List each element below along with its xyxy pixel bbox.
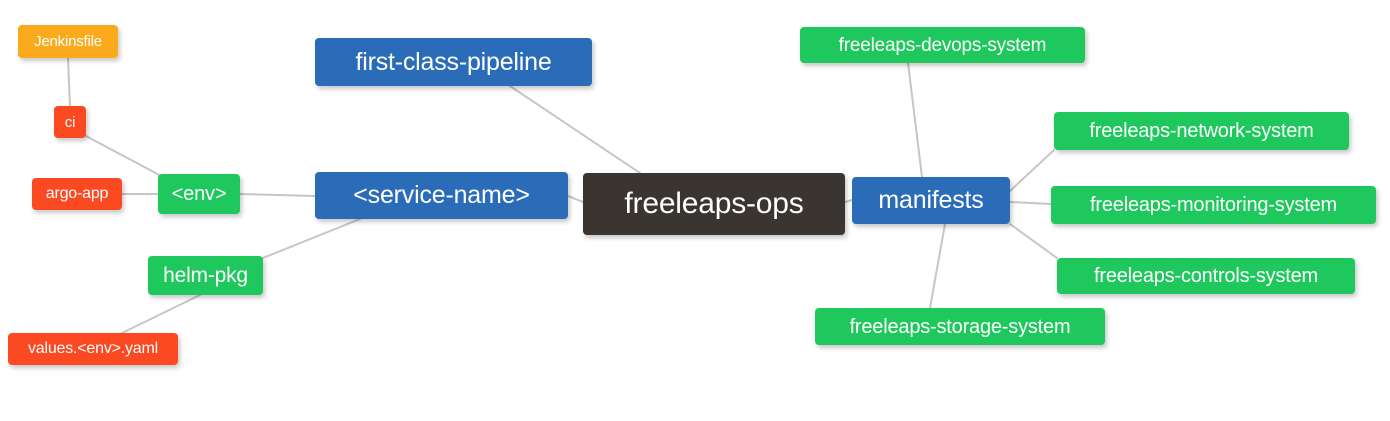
node-manifests[interactable]: manifests (852, 177, 1010, 224)
node-env[interactable]: <env> (158, 174, 240, 214)
node-devops[interactable]: freeleaps-devops-system (800, 27, 1085, 63)
edge-helm-to-service (262, 218, 361, 259)
edge-pipeline-to-root (509, 85, 641, 174)
node-root[interactable]: freeleaps-ops (583, 173, 845, 235)
node-pipeline[interactable]: first-class-pipeline (315, 38, 592, 86)
edge-env-to-service (239, 193, 316, 197)
edge-devops-to-manifests (907, 62, 923, 178)
node-ci[interactable]: ci (54, 106, 86, 138)
edge-ci-to-env (85, 135, 166, 179)
edge-jenkins-to-ci (67, 57, 71, 107)
node-helm[interactable]: helm-pkg (148, 256, 263, 295)
node-controls[interactable]: freeleaps-controls-system (1057, 258, 1355, 294)
node-storage[interactable]: freeleaps-storage-system (815, 308, 1105, 345)
edge-storage-to-manifests (929, 223, 946, 309)
edge-network-to-manifests (1009, 149, 1055, 192)
edge-root-to-manifests (844, 199, 853, 203)
node-network[interactable]: freeleaps-network-system (1054, 112, 1349, 150)
edge-service-to-root (567, 195, 584, 203)
node-jenkins[interactable]: Jenkinsfile (18, 25, 118, 58)
node-argo[interactable]: argo-app (32, 178, 122, 210)
edge-controls-to-manifests (1009, 223, 1058, 259)
node-service[interactable]: <service-name> (315, 172, 568, 219)
node-monitoring[interactable]: freeleaps-monitoring-system (1051, 186, 1376, 224)
node-values[interactable]: values.<env>.yaml (8, 333, 178, 365)
edge-values-to-helm (121, 294, 201, 334)
edge-monitoring-to-manifests (1009, 201, 1052, 205)
